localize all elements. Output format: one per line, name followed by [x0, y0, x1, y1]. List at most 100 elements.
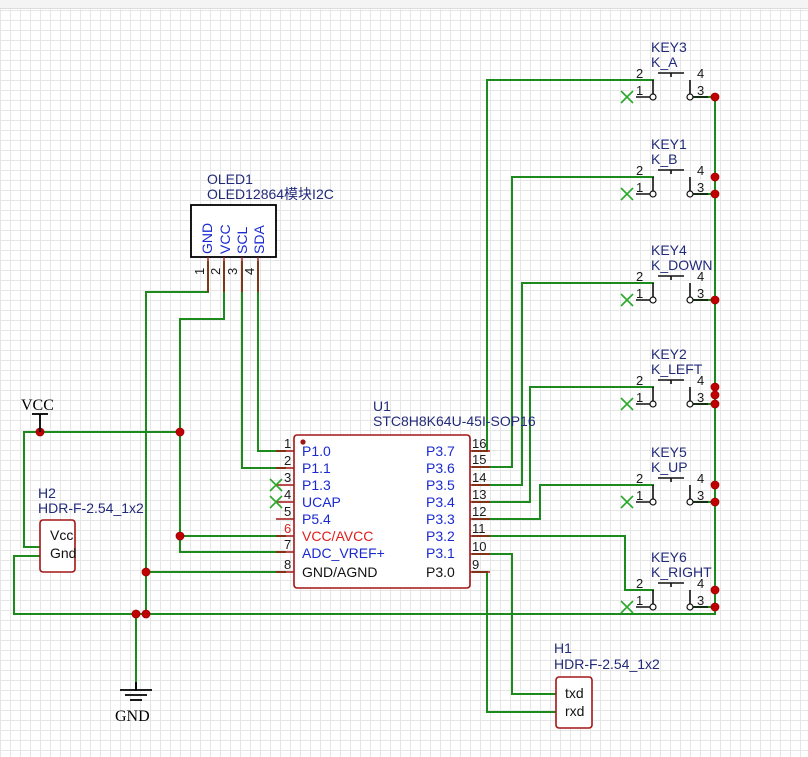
oled-pin-number: 3 — [225, 268, 240, 275]
key-pin-number: 2 — [636, 471, 643, 486]
key-pin-number: 4 — [697, 269, 704, 284]
key-actuator — [658, 72, 684, 77]
junction-dot — [710, 585, 720, 595]
u1-pin-number: 3 — [284, 470, 291, 485]
mcu-u1[interactable]: U1 STC8H8K64U-45I-SOP16 1 2 3 4 5 6 — [276, 398, 536, 589]
u1-pin-name: P3.3 — [426, 511, 455, 527]
u1-pin-number: 5 — [284, 504, 291, 519]
h2-value: HDR-F-2.54_1x2 — [38, 500, 144, 516]
oled-pin-name: SCL — [234, 227, 250, 254]
u1-pin-number: 8 — [284, 557, 291, 572]
junction-dot — [710, 390, 720, 400]
no-connect-marker — [620, 495, 634, 509]
key-contact-dot — [649, 400, 657, 408]
oled-pin-name: VCC — [217, 224, 233, 254]
key-contact-dot — [686, 498, 694, 506]
junction-dot — [710, 189, 720, 199]
u1-pin-number: 2 — [284, 453, 291, 468]
u1-pin-name: P3.1 — [426, 545, 455, 561]
oled-module[interactable]: OLED1 OLED12864模块I2C GND VCC SCL SDA 1 2… — [190, 171, 334, 292]
key-pin-number: 1 — [636, 180, 643, 195]
key-pin-number: 3 — [697, 83, 704, 98]
pin1-marker — [300, 439, 306, 445]
junction-dot — [175, 427, 185, 437]
no-connect-marker — [620, 397, 634, 411]
u1-value: STC8H8K64U-45I-SOP16 — [373, 413, 536, 429]
wire-p33-kup — [472, 484, 654, 520]
key-actuator — [658, 477, 684, 482]
wire-p31-txd — [472, 553, 557, 695]
key-value: K_RIGHT — [651, 564, 712, 580]
u1-pin-name: VCC/AVCC — [302, 528, 373, 544]
u1-pin-number: 6 — [284, 521, 291, 536]
key-contacts — [636, 485, 708, 503]
u1-pin-name: P3.2 — [426, 528, 455, 544]
junction-dot — [710, 92, 720, 102]
key-pin-number: 4 — [697, 576, 704, 591]
wires — [13, 79, 716, 713]
key-contacts — [636, 283, 708, 301]
junction-dot — [710, 602, 720, 612]
gnd-label: GND — [115, 708, 150, 725]
oled-ref: OLED1 — [207, 171, 253, 187]
u1-pin-name: P1.1 — [302, 460, 331, 476]
no-connect-markers — [269, 478, 283, 509]
key-contacts — [636, 590, 708, 608]
key-pin-number: 4 — [697, 163, 704, 178]
wire-gnd-h2 — [13, 555, 41, 615]
oled-pin-number: 4 — [242, 268, 257, 275]
junction-dot — [710, 480, 720, 490]
key-pin-number: 3 — [697, 286, 704, 301]
h1-pin-name: txd — [565, 685, 584, 701]
junction-dot — [710, 295, 720, 305]
u1-pin-name: P3.7 — [426, 443, 455, 459]
key-pin-number: 4 — [697, 373, 704, 388]
junction-dot — [175, 531, 185, 541]
header-h1[interactable]: H1 HDR-F-2.54_1x2 txd rxd — [554, 640, 660, 729]
wire-sda — [257, 261, 286, 452]
header-h2[interactable]: H2 HDR-F-2.54_1x2 Vcc Gnd — [38, 485, 144, 573]
key-pin-number: 2 — [636, 576, 643, 591]
junction-dot — [710, 172, 720, 182]
no-connect-marker — [620, 293, 634, 307]
u1-pin-name: ADC_VREF+ — [302, 545, 385, 561]
u1-pin-number: 4 — [284, 487, 291, 502]
wire-vcc-oled — [179, 261, 225, 553]
u1-pin-number: 1 — [284, 436, 291, 451]
junction-dot — [141, 609, 151, 619]
wire-vcc-h2 — [23, 431, 41, 548]
key-actuator — [658, 275, 684, 280]
oled-pin-name: GND — [199, 223, 215, 254]
h1-ref: H1 — [554, 640, 572, 656]
u1-pin-number: 14 — [472, 470, 486, 485]
key-contact-dot — [649, 93, 657, 101]
key-pin-number: 4 — [697, 66, 704, 81]
h2-ref: H2 — [38, 485, 56, 501]
u1-body — [293, 434, 471, 589]
wire-p30-rxd — [472, 571, 557, 713]
key-pin-number: 1 — [636, 488, 643, 503]
key-ref: KEY5 — [651, 444, 687, 460]
gnd-symbol[interactable]: GND — [115, 682, 152, 725]
junctions — [35, 92, 720, 619]
u1-pin-name: UCAP — [302, 494, 341, 510]
key-pin-number: 3 — [697, 593, 704, 608]
u1-pin-number: 9 — [472, 557, 479, 572]
key-pin-number: 2 — [636, 269, 643, 284]
key-ref: KEY6 — [651, 549, 687, 565]
vcc-symbol[interactable]: VCC — [21, 397, 54, 432]
oled-pin-number: 1 — [192, 268, 207, 275]
u1-pin-number: 13 — [472, 487, 486, 502]
u1-pin-number: 10 — [472, 539, 486, 554]
no-connect-marker — [620, 187, 634, 201]
key-pin-number: 1 — [636, 390, 643, 405]
key-contact-dot — [686, 400, 694, 408]
no-connect-marker — [620, 600, 634, 614]
